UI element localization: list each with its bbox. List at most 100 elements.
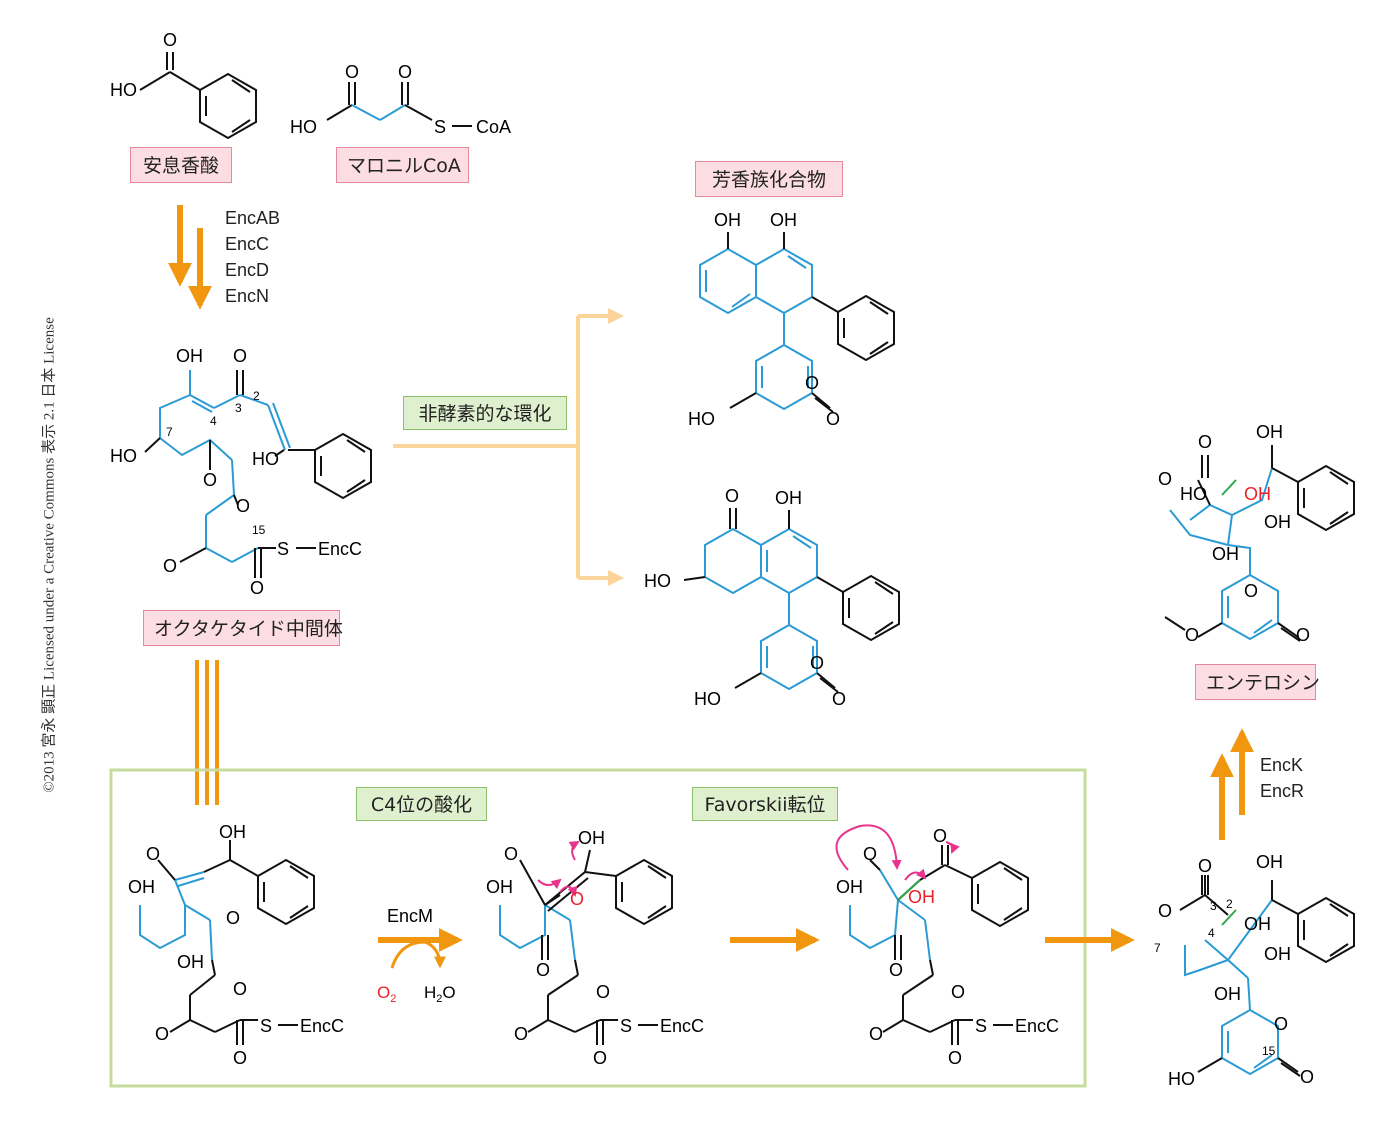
label-malonyl-coa: マロニルCoA — [336, 147, 469, 183]
atom-OH: OH — [1212, 544, 1239, 564]
atom-O: O — [805, 373, 819, 393]
position-number: 7 — [166, 425, 173, 439]
atom-O: O — [146, 844, 160, 864]
atom-HO: HO — [110, 446, 137, 466]
label-nonenzymatic: 非酵素的な環化 — [403, 396, 567, 430]
atom-OH: OH — [1244, 914, 1271, 934]
atom-S: S — [260, 1016, 272, 1036]
atom-CoA: CoA — [476, 117, 511, 137]
atom-O: O — [596, 982, 610, 1002]
atom-S: S — [975, 1016, 987, 1036]
enzyme-label: EncR — [1260, 781, 1305, 801]
position-number: 3 — [1210, 899, 1217, 913]
position-number: 4 — [210, 414, 217, 428]
encm-arrow — [378, 928, 463, 969]
atom-OH: OH — [836, 877, 863, 897]
box-intermediate-2 — [499, 840, 673, 1045]
atom-HO: HO — [694, 689, 721, 709]
atom-O-red: O — [570, 889, 584, 909]
atom-O: O — [1274, 1014, 1288, 1034]
label-aromatic: 芳香族化合物 — [695, 161, 843, 197]
atom-O: O — [933, 826, 947, 846]
atom-OH: OH — [1214, 984, 1241, 1004]
atom-OH: OH — [578, 828, 605, 848]
enzyme-label: EncD — [225, 260, 270, 280]
atom-O: O — [826, 409, 840, 429]
license-text: ©2013 宮永 顕正 Licensed under a Creative Co… — [41, 317, 58, 793]
atom-HO: HO — [688, 409, 715, 429]
atom-EncC: EncC — [660, 1016, 704, 1036]
atom-OH: OH — [486, 877, 513, 897]
atom-O: O — [163, 556, 177, 576]
atom-O: O — [1198, 432, 1212, 452]
atom-O: O — [810, 653, 824, 673]
label-enterocin: エンテロシン — [1195, 664, 1320, 700]
atom-O: O — [345, 62, 359, 82]
label-octaketide: オクタケタイド中間体 — [143, 610, 343, 646]
atom-OH: OH — [770, 210, 797, 230]
atom-O: O — [226, 908, 240, 928]
atom-OH: OH — [176, 346, 203, 366]
atom-O: O — [250, 578, 264, 598]
atom-O: O — [1185, 625, 1199, 645]
atom-OH: OH — [775, 488, 802, 508]
position-number: 7 — [1154, 941, 1161, 955]
atom-OH-red: OH — [1244, 484, 1271, 504]
atom-HO: HO — [1168, 1069, 1195, 1089]
atom-HO: HO — [252, 449, 279, 469]
atom-S: S — [434, 117, 446, 137]
atom-OH: OH — [1256, 852, 1283, 872]
atom-O: O — [236, 496, 250, 516]
atom-O: O — [536, 960, 550, 980]
atom-O: O — [1158, 469, 1172, 489]
box-intermediate-3 — [835, 824, 1029, 1045]
atom-O: O — [1244, 581, 1258, 601]
enzyme-label: EncN — [225, 286, 270, 306]
atom-OH: OH — [1264, 944, 1291, 964]
atom-O: O — [593, 1048, 607, 1068]
position-number: 4 — [1208, 926, 1215, 940]
h2o-symbol: H2O — [424, 983, 456, 1005]
atom-O: O — [725, 486, 739, 506]
atom-HO: HO — [644, 571, 671, 591]
atom-EncC: EncC — [318, 539, 362, 559]
atom-S: S — [277, 539, 289, 559]
atom-O: O — [504, 844, 518, 864]
atom-OH: OH — [714, 210, 741, 230]
atom-OH: OH — [177, 952, 204, 972]
atom-O: O — [863, 844, 877, 864]
atom-O: O — [948, 1048, 962, 1068]
aromatic-compound-1 — [699, 232, 895, 413]
atom-OH-red: OH — [908, 887, 935, 907]
atom-O: O — [514, 1024, 528, 1044]
atom-O: O — [203, 470, 217, 490]
atom-O: O — [889, 960, 903, 980]
atom-HO: HO — [110, 80, 137, 100]
atom-O: O — [163, 30, 177, 50]
aromatic-compound-2 — [683, 508, 900, 693]
enzyme-EncM: EncM — [387, 906, 433, 926]
position-number: 15 — [252, 523, 266, 537]
position-number: 2 — [253, 389, 260, 403]
enzyme-list-loading: EncAB EncC EncD EncN — [225, 205, 280, 309]
label-favorskii: Favorskii転位 — [692, 787, 838, 821]
atom-S: S — [620, 1016, 632, 1036]
encm-mechanism-box — [109, 768, 1087, 1088]
position-number: 3 — [235, 401, 242, 415]
atom-OH: OH — [128, 877, 155, 897]
atom-O: O — [951, 982, 965, 1002]
desmethyl-enterocin-structure — [1179, 875, 1355, 1077]
position-number: 15 — [1262, 1044, 1276, 1058]
atom-O: O — [832, 689, 846, 709]
atom-O: O — [155, 1024, 169, 1044]
label-benzoic-acid: 安息香酸 — [130, 147, 232, 183]
enterocin-structure — [1164, 445, 1355, 642]
atom-HO: HO — [290, 117, 317, 137]
atom-OH: OH — [219, 822, 246, 842]
atom-EncC: EncC — [1015, 1016, 1059, 1036]
malonyl-coa-structure — [326, 82, 472, 127]
box-intermediate-1 — [139, 840, 315, 1045]
enzyme-label: EncC — [225, 234, 270, 254]
atom-OH: OH — [1264, 512, 1291, 532]
atom-O: O — [1296, 625, 1310, 645]
